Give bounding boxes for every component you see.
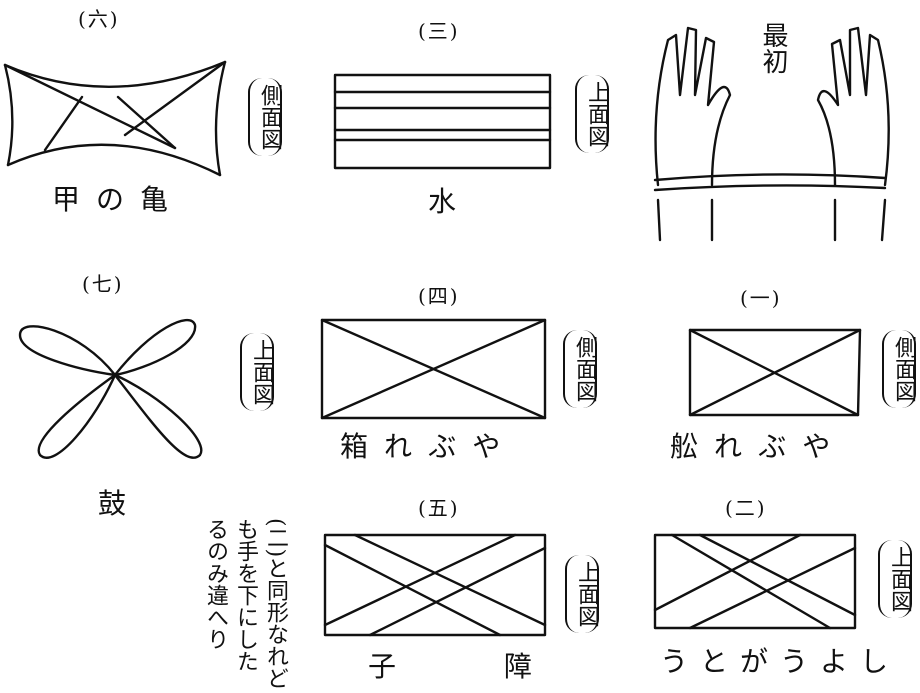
- drum-figure: [18, 319, 203, 459]
- turtle-shell-figure: [3, 60, 227, 177]
- view-label: 側面図: [248, 78, 282, 156]
- figure-two: [653, 533, 857, 630]
- figure-name: 甲の亀: [52, 183, 185, 216]
- view-label: 上面図: [575, 75, 609, 153]
- figure-number: (三): [418, 19, 460, 43]
- figure-name: 舩れぶや: [670, 430, 847, 463]
- figure-number: (五): [418, 496, 460, 520]
- explanatory-note: (二)と同形なれども手を下にしたるのみ違へり: [203, 518, 288, 690]
- figure-number: (六): [78, 7, 120, 31]
- figure-name: 子 障: [368, 650, 573, 683]
- hands-start-figure: [653, 26, 890, 242]
- view-label: 上面図: [565, 555, 599, 633]
- figure-number: (一): [740, 286, 782, 310]
- figure-name: 箱れぶや: [340, 430, 517, 463]
- figure-name: 鼓: [98, 487, 143, 520]
- view-label: 側面図: [563, 330, 597, 408]
- figure-number: (七): [82, 272, 124, 296]
- broken-box-figure: [320, 318, 547, 420]
- figure-name: 水: [428, 185, 473, 218]
- figure-number: (二): [725, 496, 767, 520]
- view-label: 上面図: [878, 540, 912, 618]
- view-label: 上面図: [240, 333, 274, 411]
- view-label: 側面図: [882, 330, 916, 408]
- shoji-figure: [323, 533, 547, 637]
- figure-number: (四): [418, 284, 460, 308]
- figure-name: うとがうよし: [660, 645, 901, 678]
- start-label: 最初: [758, 22, 788, 74]
- water-figure: [333, 73, 552, 170]
- broken-boat-figure: [688, 328, 862, 417]
